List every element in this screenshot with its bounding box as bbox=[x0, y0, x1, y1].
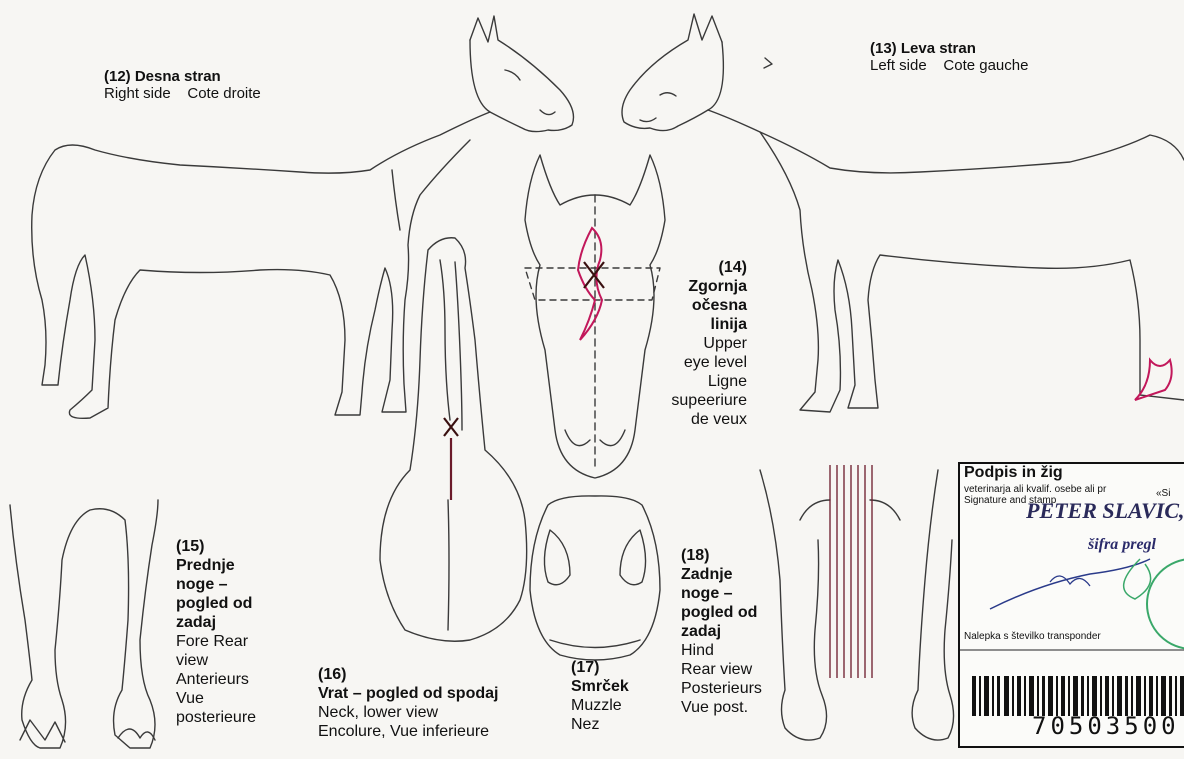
label-left-side-translations: Left side Cote gauche bbox=[870, 57, 1028, 74]
label-muzzle: (17) Smrček Muzzle Nez bbox=[571, 658, 629, 734]
label-14-num: (14) bbox=[655, 258, 747, 277]
label-15-t1: Prednje bbox=[176, 556, 256, 575]
label-right-side-title: (12) Desna stran bbox=[104, 68, 261, 85]
label-right-side-en: Right side bbox=[104, 85, 171, 102]
label-14-f1: Ligne bbox=[655, 372, 747, 391]
label-18-t1: Zadnje bbox=[681, 565, 762, 584]
label-18-t3: pogled od bbox=[681, 603, 762, 622]
label-16-fr: Encolure, Vue inferieure bbox=[318, 722, 498, 741]
label-14-f2: supeeriure bbox=[655, 391, 747, 410]
label-18-e1: Hind bbox=[681, 641, 762, 660]
label-15-f1: Anterieurs bbox=[176, 670, 256, 689]
label-18-f1: Posterieurs bbox=[681, 679, 762, 698]
barcode-number: 70503500 bbox=[1032, 712, 1180, 740]
signature-stamp-box: Podpis in žig veterinarja ali kvalif. os… bbox=[958, 462, 1184, 748]
horse-neck-lower-drawing bbox=[380, 238, 527, 642]
label-18-e2: Rear view bbox=[681, 660, 762, 679]
label-18-t4: zadaj bbox=[681, 622, 762, 641]
tail-stripes bbox=[830, 465, 872, 678]
label-15-e2: view bbox=[176, 651, 256, 670]
label-14-t3: linija bbox=[655, 315, 747, 334]
label-17-num: (17) bbox=[571, 658, 629, 677]
hind-legs-rear-view-drawing bbox=[760, 470, 954, 740]
label-17-en: Muzzle bbox=[571, 696, 629, 715]
label-15-num: (15) bbox=[176, 537, 256, 556]
label-right-side-translations: Right side Cote droite bbox=[104, 85, 261, 102]
horse-muzzle-drawing bbox=[530, 496, 660, 660]
label-hind-legs: (18) Zadnje noge – pogled od zadaj Hind … bbox=[681, 546, 762, 717]
label-15-f3: posterieure bbox=[176, 708, 256, 727]
label-neck-lower: (16) Vrat – pogled od spodaj Neck, lower… bbox=[318, 665, 498, 741]
label-16-title: Vrat – pogled od spodaj bbox=[318, 684, 498, 703]
label-18-t2: noge – bbox=[681, 584, 762, 603]
label-14-e1: Upper bbox=[655, 334, 747, 353]
label-fore-legs: (15) Prednje noge – pogled od zadaj Fore… bbox=[176, 537, 256, 727]
label-15-t3: pogled od bbox=[176, 594, 256, 613]
label-15-f2: Vue bbox=[176, 689, 256, 708]
label-right-side: (12) Desna stran Right side Cote droite bbox=[104, 68, 261, 102]
label-17-fr: Nez bbox=[571, 715, 629, 734]
label-left-side-title: (13) Leva stran bbox=[870, 40, 1028, 57]
label-17-title: Smrček bbox=[571, 677, 629, 696]
x-markings bbox=[444, 262, 604, 500]
label-left-side: (13) Leva stran Left side Cote gauche bbox=[870, 40, 1028, 74]
label-18-num: (18) bbox=[681, 546, 762, 565]
label-15-t2: noge – bbox=[176, 575, 256, 594]
label-16-en: Neck, lower view bbox=[318, 703, 498, 722]
label-15-e1: Fore Rear bbox=[176, 632, 256, 651]
label-14-e2: eye level bbox=[655, 353, 747, 372]
label-left-side-fr: Cote gauche bbox=[943, 57, 1028, 74]
horse-head-front-drawing bbox=[525, 155, 665, 478]
label-upper-eye-level: (14) Zgornja očesna linija Upper eye lev… bbox=[655, 258, 747, 429]
label-18-f2: Vue post. bbox=[681, 698, 762, 717]
label-16-num: (16) bbox=[318, 665, 498, 684]
label-right-side-fr: Cote droite bbox=[187, 85, 260, 102]
label-14-f3: de veux bbox=[655, 410, 747, 429]
label-left-side-en: Left side bbox=[870, 57, 927, 74]
label-15-t4: zadaj bbox=[176, 613, 256, 632]
label-14-t2: očesna bbox=[655, 296, 747, 315]
fore-legs-rear-view-drawing bbox=[10, 500, 158, 748]
barcode bbox=[960, 464, 1184, 746]
label-14-t1: Zgornja bbox=[655, 277, 747, 296]
